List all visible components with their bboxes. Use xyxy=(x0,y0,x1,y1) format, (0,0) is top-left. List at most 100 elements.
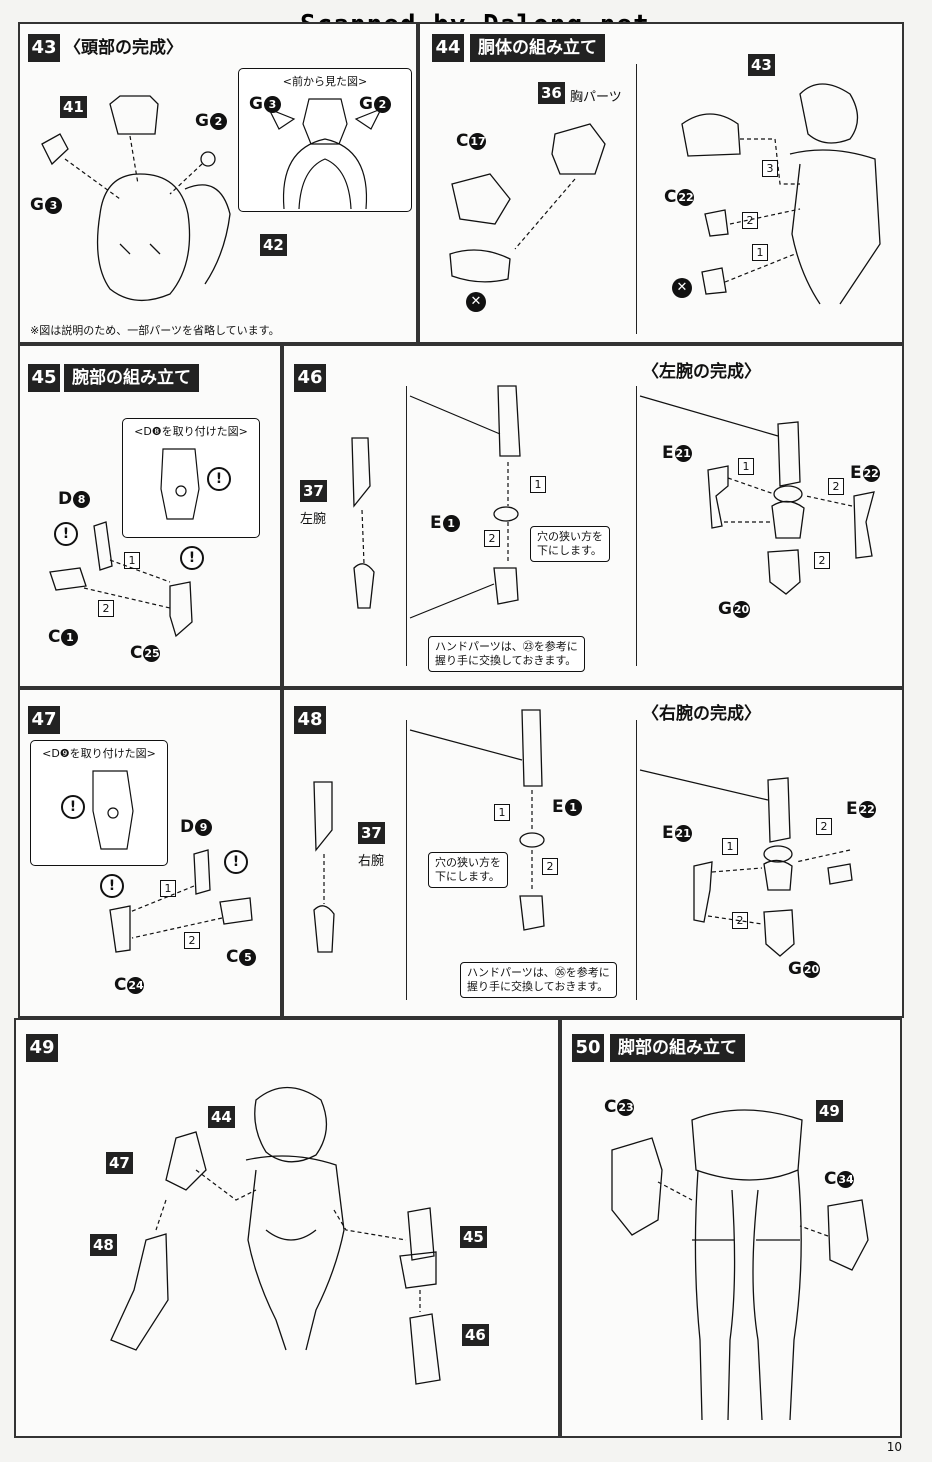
step-number: 50 xyxy=(572,1034,604,1062)
order-2: 2 xyxy=(484,530,500,547)
leg-assembly-illustration xyxy=(611,1109,869,1421)
inset-title: <前から見た図> xyxy=(282,75,368,88)
sub-divider xyxy=(636,64,637,334)
order-1: 1 xyxy=(738,458,754,475)
part-48-tag: 48 xyxy=(90,1234,117,1256)
step-number: 48 xyxy=(294,706,326,734)
omission-footnote: ※図は説明のため、一部パーツを省略しています。 xyxy=(30,324,280,337)
d9-inset-illustration xyxy=(92,770,134,850)
head-assembly-illustration xyxy=(41,95,231,302)
narrow-hole-note: 穴の狭い方を 下にします。 xyxy=(428,852,508,888)
step-title: 〈頭部の完成〉 xyxy=(64,38,183,58)
order-1: 1 xyxy=(752,244,768,261)
part-42-tag: 42 xyxy=(260,234,287,256)
part-37-tag: 37 xyxy=(358,822,385,844)
part-44-tag: 44 xyxy=(208,1106,235,1128)
part-46-tag: 46 xyxy=(462,1324,489,1346)
step-title: 腕部の組み立て xyxy=(64,364,199,392)
part-41-tag: 41 xyxy=(60,96,87,118)
part-37-tag: 37 xyxy=(300,480,327,502)
caution-icon: ! xyxy=(100,874,124,898)
part-45-tag: 45 xyxy=(460,1226,487,1248)
right-arm-bracket-illustration xyxy=(109,849,253,953)
part-36-label: 胸パーツ xyxy=(570,90,622,105)
order-2: 2 xyxy=(828,478,844,495)
caution-icon: ! xyxy=(61,795,85,819)
step-49-panel: 49 44 47 48 45 46 xyxy=(14,1018,560,1438)
sub-divider xyxy=(406,386,407,666)
part-36-tag: 36 xyxy=(538,82,565,104)
part-43-tag: 43 xyxy=(748,54,775,76)
d8-inset-illustration xyxy=(160,448,200,520)
sub-divider xyxy=(406,720,407,1000)
step-number: 45 xyxy=(28,364,60,392)
order-2: 2 xyxy=(184,932,200,949)
order-1: 1 xyxy=(530,476,546,493)
step-number: 44 xyxy=(432,34,464,62)
upper-body-assembly-illustration xyxy=(110,1087,441,1385)
order-1: 1 xyxy=(722,838,738,855)
inset-title: <D❾を取り付けた図> xyxy=(42,747,156,760)
step-number: 46 xyxy=(294,364,326,392)
order-2: 2 xyxy=(816,818,832,835)
sub-divider xyxy=(636,386,637,666)
page-number: 10 xyxy=(886,1440,902,1454)
step-number: 43 xyxy=(28,34,60,62)
part-47-tag: 47 xyxy=(106,1152,133,1174)
step-number: 49 xyxy=(26,1034,58,1062)
d8-attached-inset: <D❽を取り付けた図> ! xyxy=(122,418,260,538)
order-1: 1 xyxy=(160,880,176,897)
order-2: 2 xyxy=(732,912,748,929)
inset-title: <D❽を取り付けた図> xyxy=(134,425,248,438)
step-title: 胴体の組み立て xyxy=(470,34,605,62)
caution-icon: ! xyxy=(180,546,204,570)
order-2: 2 xyxy=(98,600,114,617)
discard-mark: ✕ xyxy=(672,278,692,298)
narrow-hole-note: 穴の狭い方を 下にします。 xyxy=(530,526,610,562)
caution-icon: ! xyxy=(54,522,78,546)
part-49-tag: 49 xyxy=(816,1100,843,1122)
left-arm-illustration xyxy=(351,385,875,619)
sub-divider xyxy=(636,720,637,1000)
hand-swap-note: ハンドパーツは、㉖を参考に 握り手に交換しておきます。 xyxy=(460,962,617,998)
order-2: 2 xyxy=(814,552,830,569)
right-arm-illustration xyxy=(313,709,853,957)
order-2: 2 xyxy=(742,212,758,229)
left-arm-complete-title: 〈左腕の完成〉 xyxy=(642,362,761,382)
order-1: 1 xyxy=(124,552,140,569)
hand-swap-note: ハンドパーツは、㉓を参考に 握り手に交換しておきます。 xyxy=(428,636,585,672)
part-37-label: 右腕 xyxy=(358,854,385,869)
d9-attached-inset: <D❾を取り付けた図> ! xyxy=(30,740,168,866)
order-3: 3 xyxy=(762,160,778,177)
step-title: 脚部の組み立て xyxy=(610,1034,745,1062)
caution-icon: ! xyxy=(224,850,248,874)
